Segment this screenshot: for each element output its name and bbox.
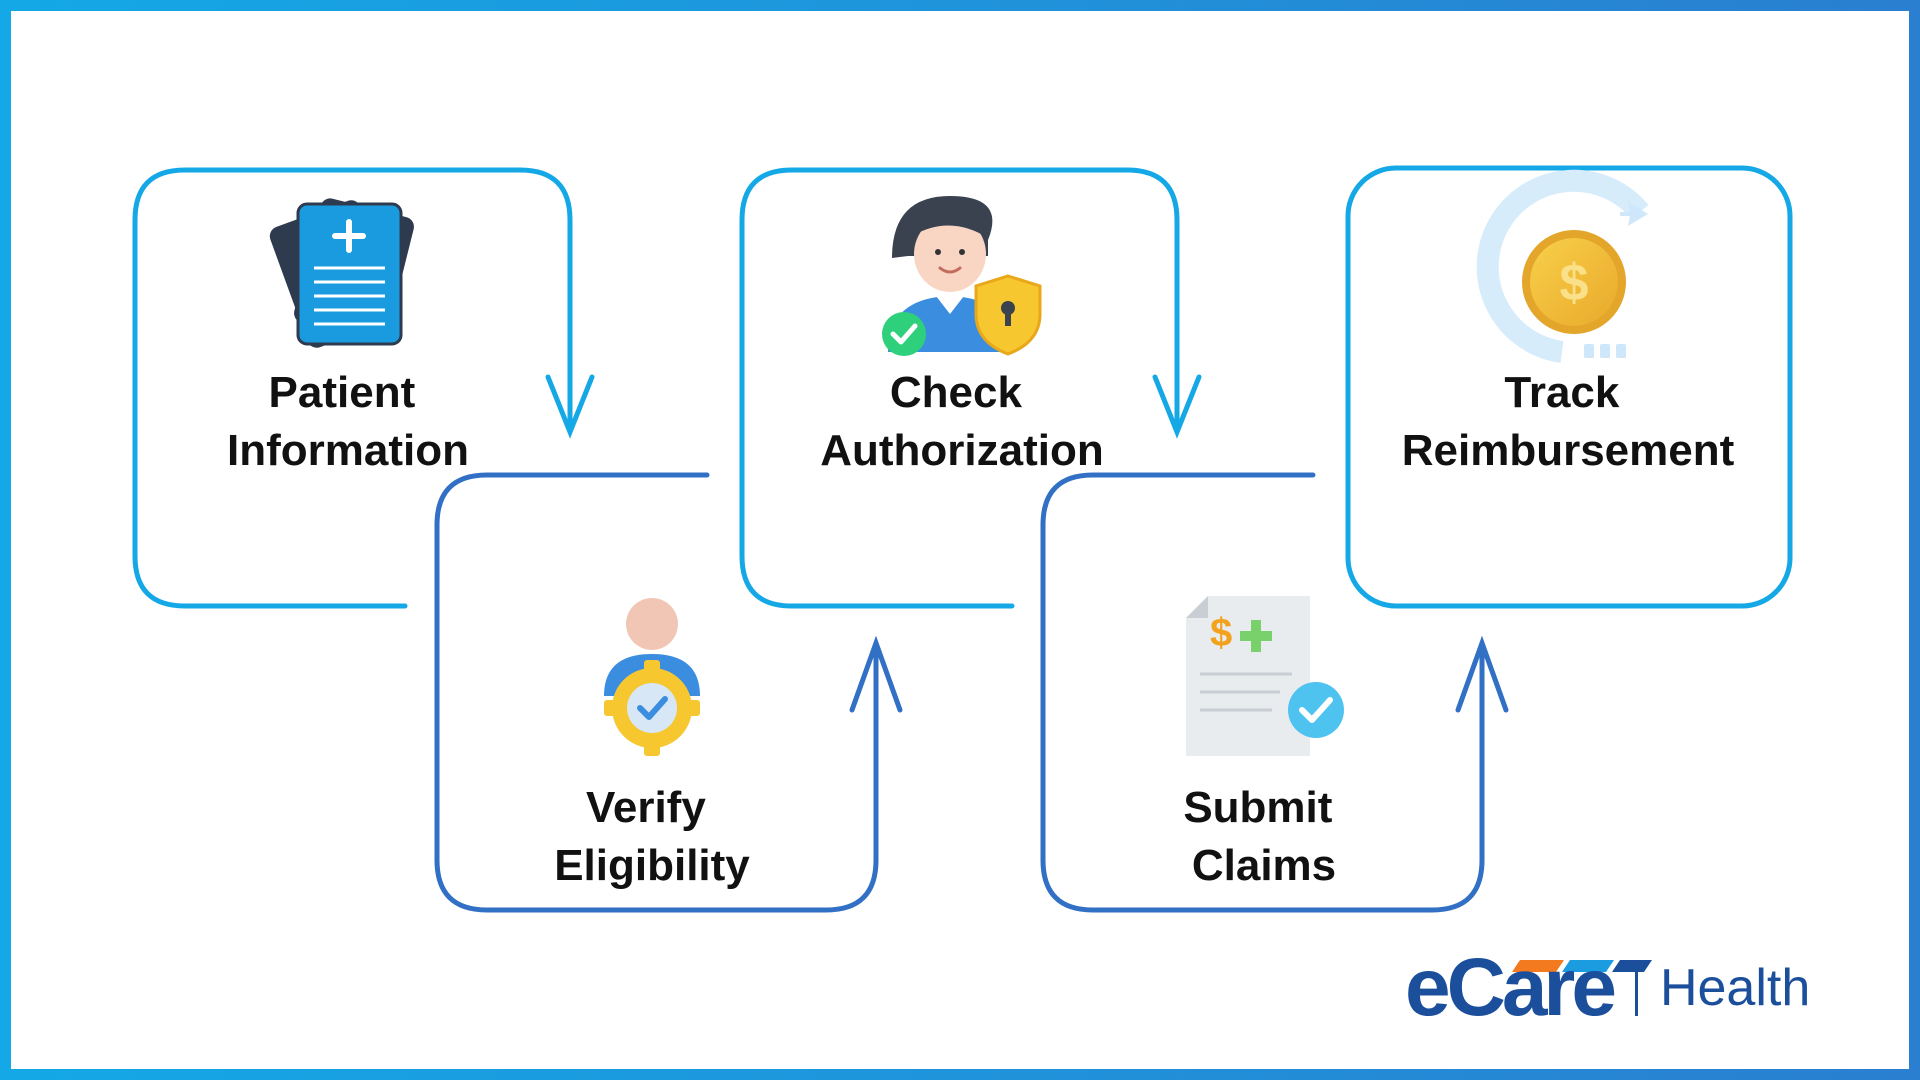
step-5-box bbox=[1345, 165, 1793, 609]
step-1-label: Patient Information bbox=[227, 368, 469, 475]
step-5-label: Track Reimbursement bbox=[1402, 368, 1735, 475]
logo-swoosh bbox=[1512, 960, 1652, 972]
doctor-shield-icon bbox=[882, 196, 1042, 356]
step-2-label: Verify Eligibility bbox=[554, 783, 750, 890]
logo-product: Health bbox=[1659, 959, 1811, 1017]
ecare-health-logo: eCare Health bbox=[1405, 942, 1811, 1033]
svg-text:$: $ bbox=[1560, 254, 1589, 312]
logo-separator bbox=[1634, 960, 1638, 1016]
step-2-box bbox=[434, 472, 903, 913]
svg-text:$: $ bbox=[1210, 611, 1232, 655]
claim-document-icon: $ bbox=[1186, 596, 1344, 756]
step-3-label: Check Authorization bbox=[820, 368, 1104, 475]
person-gear-check-icon bbox=[604, 598, 700, 756]
dollar-coin-icon: $ bbox=[1476, 169, 1649, 363]
step-4-label: Submit Claims bbox=[1183, 783, 1344, 890]
medical-records-icon bbox=[269, 198, 414, 348]
step-3-box bbox=[739, 167, 1202, 609]
step-1-box bbox=[132, 167, 595, 609]
logo-brand: eCare bbox=[1405, 942, 1617, 1033]
step-4-box bbox=[1040, 472, 1509, 913]
